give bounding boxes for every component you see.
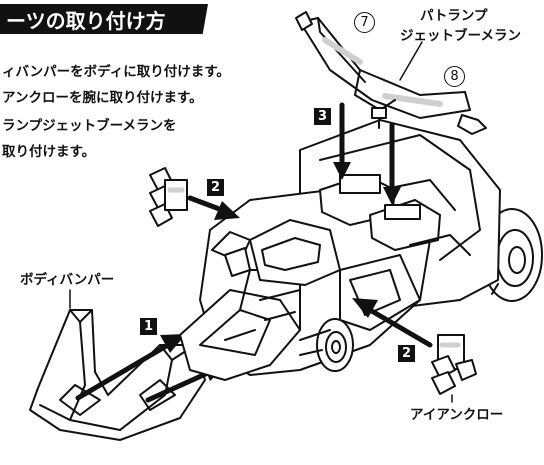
callout-7: 7 xyxy=(354,12,375,33)
instruction-line-4: 取り付けます。 xyxy=(2,144,96,160)
instruction-line-3: ランプジェットブーメランを xyxy=(2,118,177,134)
step-1-badge: 1 xyxy=(140,318,157,335)
page-title: ーツの取り付け方 xyxy=(6,9,166,33)
label-iron-claw: アイアンクロー xyxy=(410,407,504,423)
instruction-line-2: アンクローを腕に取り付けます。 xyxy=(2,90,203,106)
step-3-badge: 3 xyxy=(314,108,331,125)
callout-8: 8 xyxy=(444,66,465,87)
label-body-bumper: ボディバンパー xyxy=(20,272,115,288)
patlamp-boomerang-part xyxy=(295,11,487,135)
label-patlamp-line2: ジェットブーメラン xyxy=(400,28,521,44)
arrow-step1-lower xyxy=(145,369,213,403)
iron-claw-part-lower xyxy=(431,334,477,403)
step-2-badge-lower: 2 xyxy=(398,345,415,362)
arrow-step2-upper xyxy=(187,195,225,213)
step-2-badge-upper: 2 xyxy=(207,179,224,196)
iron-claw-part-upper xyxy=(149,167,188,227)
arrow-step1-upper xyxy=(75,342,171,401)
leader-patlamp xyxy=(399,41,423,81)
vehicle-body xyxy=(179,119,543,381)
instruction-line-1: ィバンパーをボディに取り付けます。 xyxy=(2,64,230,80)
label-patlamp-line1: パトランプ xyxy=(420,8,488,24)
arrow-step2-lower xyxy=(367,307,433,348)
